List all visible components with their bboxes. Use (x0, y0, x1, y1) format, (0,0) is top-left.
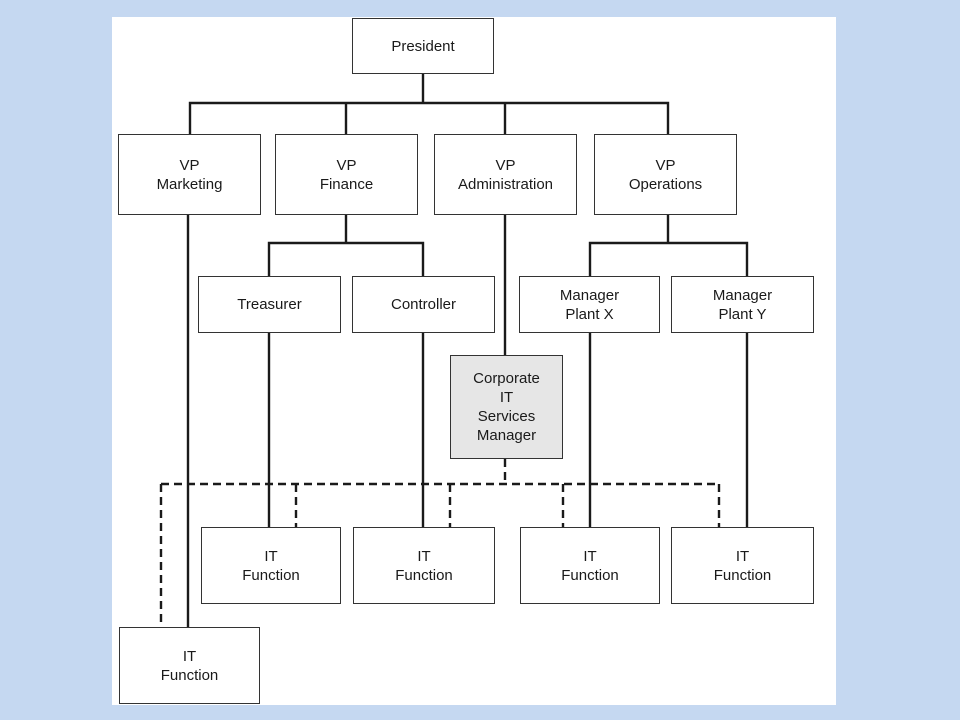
node-label: VP (179, 156, 200, 174)
node-label: Finance (319, 175, 374, 193)
node-label: IT (583, 547, 597, 565)
node-label: IT (417, 547, 431, 565)
node-it-function-plant-y: IT Function (671, 527, 814, 604)
node-it-function-controller: IT Function (353, 527, 495, 604)
node-label: IT (182, 647, 197, 665)
node-manager-plant-y: Manager Plant Y (671, 276, 814, 333)
node-label: VP (495, 156, 516, 174)
node-label: Plant X (565, 305, 614, 323)
node-label: Treasurer (237, 296, 302, 313)
node-vp-administration: VP Administration (434, 134, 577, 215)
link-vp-operations-reports (588, 213, 749, 278)
node-it-function-plant-x: IT Function (520, 527, 660, 604)
node-label: Manager (712, 286, 773, 304)
node-label: Plant Y (718, 305, 767, 323)
node-vp-marketing: VP Marketing (118, 134, 261, 215)
node-controller: Controller (352, 276, 495, 333)
node-label: Operations (628, 175, 703, 193)
node-label: Function (160, 666, 219, 684)
node-label: Function (395, 566, 453, 584)
node-label: Controller (390, 296, 457, 313)
node-corporate-it-services-manager: Corporate IT Services Manager (450, 355, 563, 459)
node-label: Administration (457, 175, 554, 193)
node-label: IT (264, 547, 278, 565)
org-chart-panel: President VP Marketing VP Finance VP Adm… (112, 17, 836, 705)
node-treasurer: Treasurer (198, 276, 341, 333)
link-president-vps (188, 72, 670, 136)
node-label: IT (735, 547, 750, 565)
node-vp-finance: VP Finance (275, 134, 418, 215)
node-label: Services (477, 408, 536, 425)
node-label: Function (242, 566, 300, 584)
node-label: VP (336, 156, 357, 174)
node-label: Manager (476, 427, 537, 444)
connector-lines (159, 72, 749, 629)
node-label: President (391, 37, 455, 55)
node-label: Function (713, 566, 772, 584)
node-president: President (352, 18, 494, 74)
node-label: Marketing (156, 175, 223, 193)
dotted-link-it-manager (159, 459, 721, 627)
node-it-function-marketing: IT Function (119, 627, 260, 704)
node-manager-plant-x: Manager Plant X (519, 276, 660, 333)
node-it-function-treasurer: IT Function (201, 527, 341, 604)
node-label: Corporate (473, 370, 540, 387)
link-vp-finance-reports (267, 213, 425, 278)
node-label: Manager (559, 286, 620, 304)
node-label: IT (499, 389, 514, 406)
node-vp-operations: VP Operations (594, 134, 737, 215)
node-label: Function (561, 566, 619, 584)
node-label: VP (655, 156, 676, 174)
